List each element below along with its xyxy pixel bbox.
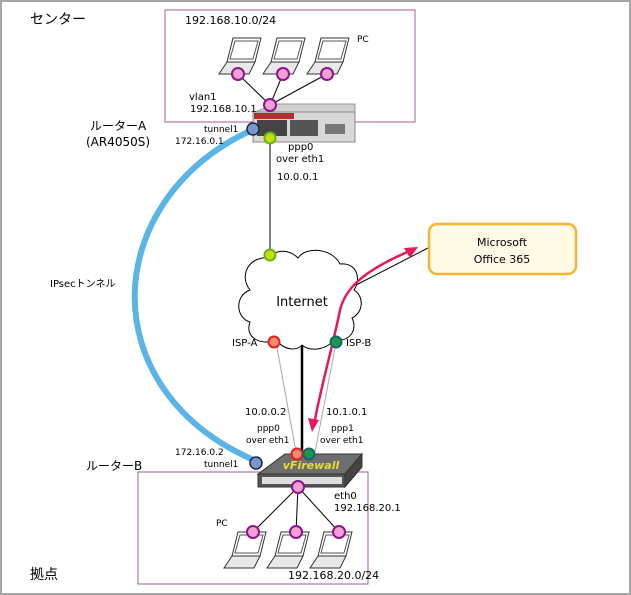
pc-laptop-icon[interactable] (266, 531, 310, 569)
arrowhead-to-office365 (404, 247, 418, 258)
router-a-tunnel-port (246, 122, 260, 136)
ipsec-tunnel-line (131, 127, 258, 464)
router-b-wan-b-over: over eth1 (320, 436, 363, 446)
pc-port (289, 525, 303, 539)
router-b-tunnel-ip: 172.16.0.2 (175, 448, 224, 458)
office365-line2: Office 365 (474, 253, 531, 266)
branch-site-label: 拠点 (30, 567, 58, 583)
pc-laptop-icon[interactable] (223, 531, 267, 569)
center-pc-label: PC (357, 35, 369, 45)
pc-laptop-icon[interactable] (306, 37, 350, 75)
isp-b-port (329, 335, 343, 349)
router-a-wan-ip: 10.0.0.1 (277, 172, 318, 183)
pc-port (246, 525, 260, 539)
pc-port (332, 525, 346, 539)
isp-b-label: ISP-B (346, 338, 371, 349)
router-a-wan-iface: ppp0 (288, 142, 313, 153)
center-subnet-label: 192.168.10.0/24 (185, 14, 276, 27)
isp-b-link (314, 342, 337, 453)
pc-port (231, 67, 245, 81)
router-a-lan-port (263, 98, 277, 112)
pc-laptop-icon[interactable] (309, 531, 353, 569)
branch-pcs (223, 486, 353, 569)
router-b-wan-a-over: over eth1 (246, 436, 289, 446)
router-a-name: ルーターA (90, 119, 147, 133)
router-a-tunnel-ip: 172.16.0.1 (175, 137, 224, 147)
center-lan-iface: vlan1 (189, 92, 217, 103)
pc-port (320, 67, 334, 81)
branch-lan-box (137, 471, 369, 585)
ipsec-tunnel-label: IPsecトンネル (50, 278, 115, 290)
router-a-tunnel-iface: tunnel1 (204, 125, 238, 135)
router-b-wan-b-iface: ppp1 (331, 424, 354, 434)
router-a-device[interactable] (252, 103, 356, 143)
branch-lan-ip: 192.168.20.1 (334, 503, 401, 514)
center-pcs (218, 37, 350, 106)
router-a-wan-port (263, 131, 277, 145)
arrowhead-to-branch (308, 418, 319, 432)
office365-box[interactable] (427, 222, 578, 276)
router-b-name: ルーターB (86, 459, 142, 473)
router-b-wan-a-iface: ppp0 (257, 424, 280, 434)
router-b-wan-b-port (302, 447, 316, 461)
isp-a-label: ISP-A (232, 338, 257, 349)
router-b-tunnel-port (249, 456, 263, 470)
isp-a-port (267, 335, 281, 349)
branch-subnet-label: 192.168.20.0/24 (288, 569, 379, 582)
vfirewall-label: vFirewall (283, 459, 340, 472)
router-a-wan-over: over eth1 (276, 154, 324, 165)
router-b-tunnel-iface: tunnel1 (204, 460, 238, 470)
branch-pc-label: PC (216, 519, 228, 529)
router-b-wan-a-ip: 10.0.0.2 (245, 407, 286, 418)
office365-link (355, 247, 429, 286)
isp-a-link (275, 341, 297, 453)
office365-line1: Microsoft (477, 236, 528, 249)
center-lan-ip: 192.168.10.1 (190, 104, 257, 115)
router-b-wan-b-ip: 10.1.0.1 (326, 407, 367, 418)
router-b-lan-port (291, 480, 305, 494)
branch-lan-iface: eth0 (334, 491, 357, 502)
router-b-wan-a-port (290, 447, 304, 461)
internet-center-port (263, 248, 277, 262)
center-site-label: センター (30, 12, 86, 28)
pc-port (276, 67, 290, 81)
traffic-path (312, 248, 413, 426)
router-a-model: (AR4050S) (86, 135, 150, 149)
router-b-vfirewall-device[interactable]: vFirewall (256, 452, 364, 489)
internet-label: Internet (276, 295, 328, 310)
